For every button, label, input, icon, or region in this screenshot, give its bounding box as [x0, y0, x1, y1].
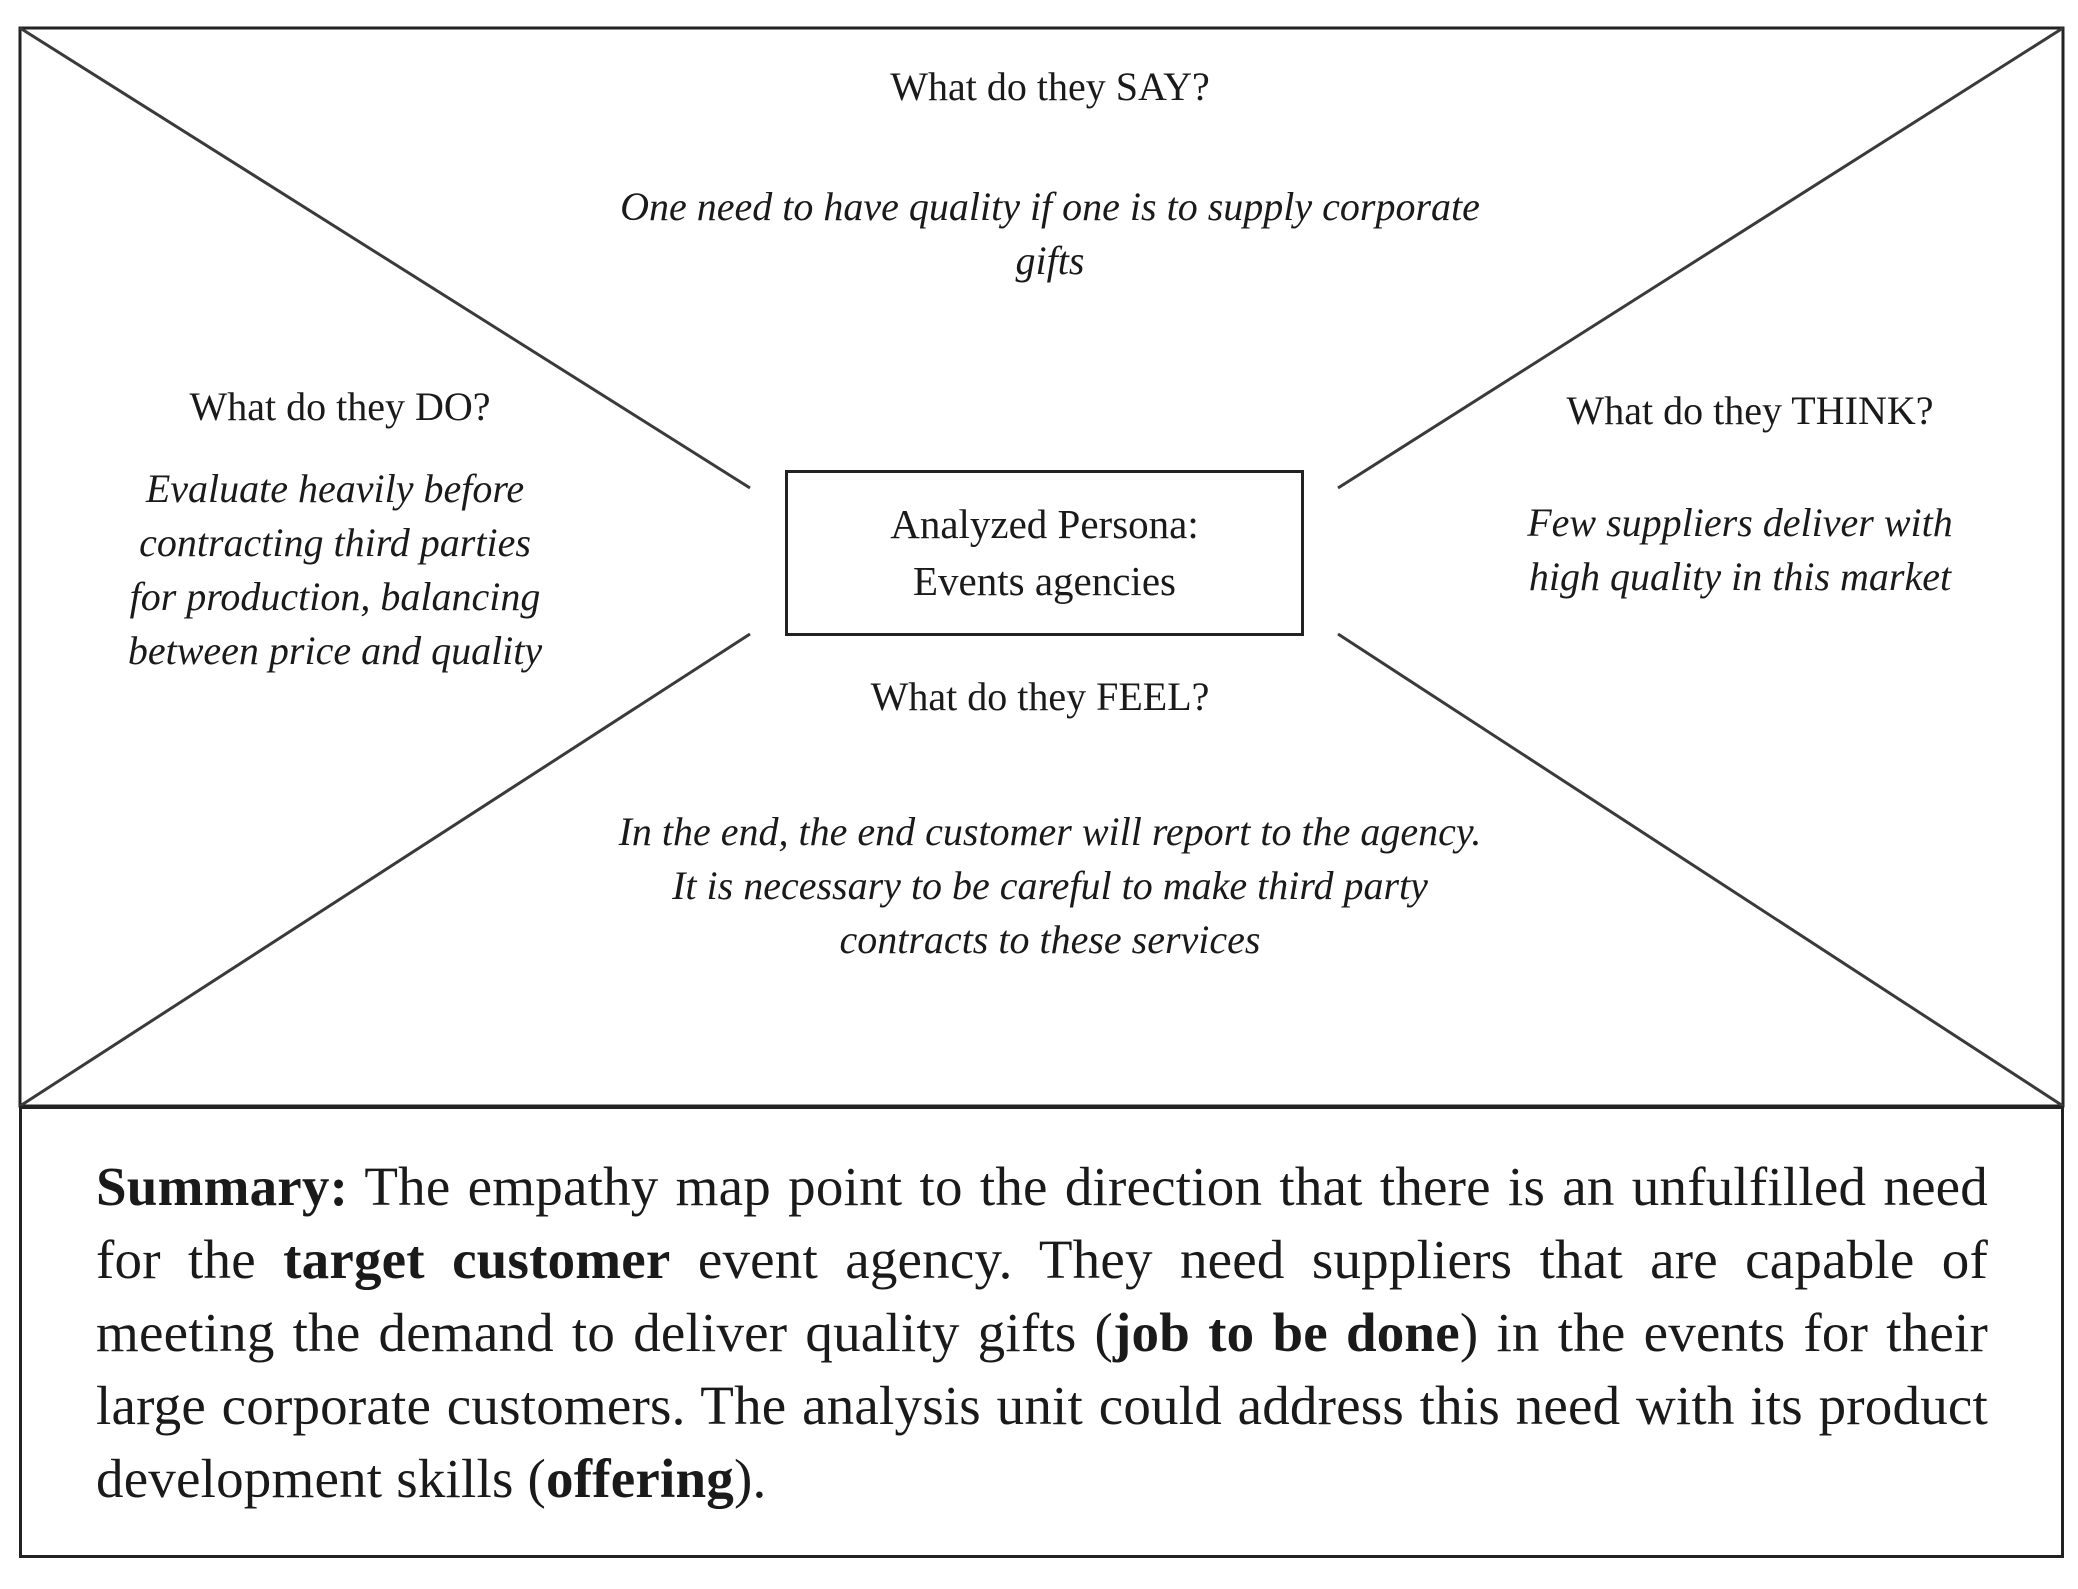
feel-quote-line: It is necessary to be careful to make th… — [672, 863, 1428, 908]
do-quote-line: for production, balancing — [129, 574, 541, 619]
feel-heading: What do they FEEL? — [870, 674, 1210, 719]
do-quote: Evaluate heavily before contracting thir… — [40, 462, 630, 678]
think-quote: Few suppliers deliver with high quality … — [1440, 496, 2040, 604]
summary-text-part: ). — [733, 1448, 767, 1509]
summary-bold-target-customer: target customer — [283, 1229, 671, 1290]
persona-box: Analyzed Persona: Events agencies — [785, 470, 1304, 636]
diagonal-bottom-left — [19, 632, 751, 1108]
diagonal-top-left — [19, 26, 751, 490]
summary-box — [19, 1106, 2064, 1558]
persona-value: Events agencies — [913, 558, 1176, 604]
say-heading: What do they SAY? — [890, 64, 1210, 109]
persona-label: Analyzed Persona: — [890, 500, 1199, 547]
do-quote-line: contracting third parties — [139, 520, 531, 565]
feel-quote-line: contracts to these services — [839, 917, 1261, 962]
think-quote-line: high quality in this market — [1528, 554, 1952, 599]
summary-text-part: event agency. They need suppliers that a… — [96, 1229, 1989, 1363]
summary-text-part: ) in the events for their large corporat… — [96, 1302, 1989, 1509]
say-quote-line: gifts — [1015, 238, 1085, 283]
think-heading: What do they THINK? — [1566, 388, 1934, 433]
feel-quote: In the end, the end customer will report… — [450, 805, 1650, 967]
do-quote-line: Evaluate heavily before — [145, 466, 525, 511]
summary-label: Summary: — [96, 1156, 349, 1217]
summary-text-part: The empathy map point to the direction t… — [96, 1156, 1988, 1290]
do-heading: What do they DO? — [189, 384, 491, 429]
diagonal-bottom-right — [1337, 632, 2064, 1108]
summary-text: Summary: The empathy map point to the di… — [96, 1150, 1988, 1515]
say-quote-line: One need to have quality if one is to su… — [620, 184, 1480, 229]
summary-bold-job-to-be-done: job to be done — [1113, 1302, 1460, 1363]
say-quote: One need to have quality if one is to su… — [470, 180, 1630, 288]
diagonal-top-right — [1337, 26, 2064, 490]
do-quote-line: between price and quality — [127, 628, 543, 673]
summary-bold-offering: offering — [546, 1448, 734, 1509]
feel-quote-line: In the end, the end customer will report… — [618, 809, 1482, 854]
think-quote-line: Few suppliers deliver with — [1527, 500, 1953, 545]
